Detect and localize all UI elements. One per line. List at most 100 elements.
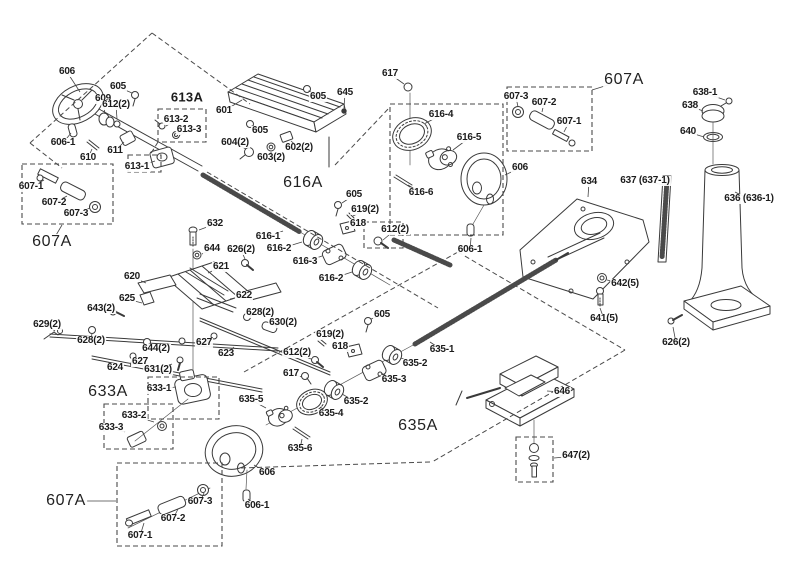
part-label-616-4: 616-4 [427, 109, 455, 120]
part-label-619-2: 619(2) [350, 204, 380, 215]
part-label-645: 645 [335, 87, 355, 98]
part-label-612-2: 612(2) [282, 347, 312, 358]
leadscrew-635-illustration [265, 252, 569, 440]
part-label-640: 640 [678, 126, 698, 137]
part-label-605: 605 [108, 81, 128, 92]
part-label-635-5: 635-5 [237, 394, 265, 405]
part-label-627: 627 [130, 356, 150, 367]
group-box-2 [21, 163, 114, 225]
part-label-607-2: 607-2 [40, 197, 68, 208]
part-label-617: 617 [281, 368, 301, 379]
part-label-633-2: 633-2 [120, 410, 148, 421]
part-label-641-5: 641(5) [589, 313, 619, 324]
handwheel-bottom-illustration [204, 425, 264, 503]
part-label-613-2: 613-2 [162, 114, 190, 125]
part-label-620: 620 [122, 271, 142, 282]
part-label-606-1: 606-1 [243, 500, 271, 511]
part-label-612-2: 612(2) [101, 99, 131, 110]
part-label-632: 632 [205, 218, 225, 229]
part-label-630-2: 630(2) [268, 317, 298, 328]
handle-607-top-left-illustration [36, 168, 101, 213]
part-label-646: 646 [552, 386, 572, 397]
part-label-642-5: 642(5) [610, 278, 640, 289]
part-label-644-2: 644(2) [141, 343, 171, 354]
group-boundary-line-7 [431, 349, 626, 463]
part-label-616-2: 616-2 [265, 243, 293, 254]
part-label-601: 601 [214, 105, 234, 116]
part-label-610: 610 [78, 152, 98, 163]
part-label-607-3: 607-3 [502, 91, 530, 102]
part-label-607a: 607A [31, 233, 73, 250]
part-label-623: 623 [216, 348, 236, 359]
part-label-636-636-1: 636 (636-1) [723, 193, 775, 204]
group-boundary-line-0 [29, 32, 153, 144]
part-label-607-2: 607-2 [530, 97, 558, 108]
part-label-607-3: 607-3 [62, 208, 90, 219]
dial-616-illustration [392, 82, 458, 188]
part-label-647-2: 647(2) [561, 450, 591, 461]
handle-607-top-right-illustration [512, 106, 576, 147]
part-label-604-2: 604(2) [220, 137, 250, 148]
part-label-616-6: 616-6 [407, 187, 435, 198]
column-636-illustration [667, 97, 771, 331]
part-label-637-637-1: 637 (637-1) [619, 175, 671, 186]
group-box-9 [515, 436, 554, 483]
part-label-621: 621 [211, 261, 231, 272]
part-label-618: 618 [348, 218, 368, 229]
part-label-633-3: 633-3 [97, 422, 125, 433]
bracket-633-illustration [126, 369, 211, 448]
part-label-633a: 633A [87, 383, 129, 400]
group-boundary-line-2 [29, 142, 63, 169]
part-label-602-2: 602(2) [284, 142, 314, 153]
part-label-607-1: 607-1 [17, 181, 45, 192]
group-box-5 [363, 221, 404, 249]
part-label-611: 611 [106, 145, 124, 156]
part-label-616-1: 616-1 [254, 231, 282, 242]
part-label-603-2: 603(2) [256, 152, 286, 163]
part-label-618: 618 [330, 341, 350, 352]
group-box-3 [506, 86, 593, 152]
part-label-605: 605 [372, 309, 392, 320]
group-boundary-line-4 [206, 171, 439, 309]
part-label-607-1: 607-1 [126, 530, 154, 541]
part-label-606-1: 606-1 [456, 244, 484, 255]
part-label-606: 606 [257, 467, 277, 478]
part-label-638: 638 [680, 100, 700, 111]
group-boundary-line-5 [243, 251, 459, 373]
part-label-635-6: 635-6 [286, 443, 314, 454]
part-label-616-2: 616-2 [317, 273, 345, 284]
part-label-625: 625 [117, 293, 137, 304]
part-label-606: 606 [510, 162, 530, 173]
part-label-612-2: 612(2) [380, 224, 410, 235]
group-boundary-line-9 [149, 141, 159, 156]
part-label-605: 605 [250, 125, 270, 136]
group-box-0 [157, 108, 207, 143]
part-label-619-2: 619(2) [315, 329, 345, 340]
part-label-607a: 607A [603, 71, 645, 88]
part-label-626-2: 626(2) [661, 337, 691, 348]
leadscrew-616-illustration [200, 172, 453, 286]
part-label-607-2: 607-2 [159, 513, 187, 524]
part-label-613-1: 613-1 [123, 161, 151, 172]
part-label-635-1: 635-1 [428, 344, 456, 355]
part-label-607-3: 607-3 [186, 496, 214, 507]
group-box-4 [389, 103, 504, 236]
part-label-628-2: 628(2) [76, 335, 106, 346]
handle-607-bottom-illustration [125, 484, 211, 529]
part-label-635a: 635A [397, 417, 439, 434]
handwheel-top-left-illustration [52, 83, 203, 172]
part-label-605: 605 [308, 91, 328, 102]
group-boundary-line-3 [334, 106, 391, 166]
part-label-626-2: 626(2) [226, 244, 256, 255]
handwheel-right-illustration [460, 152, 508, 237]
group-box-6 [147, 376, 220, 420]
part-label-607-1: 607-1 [555, 116, 583, 127]
part-label-643-2: 643(2) [86, 303, 116, 314]
part-label-634: 634 [579, 176, 599, 187]
part-label-624: 624 [105, 362, 125, 373]
part-label-644: 644 [202, 243, 222, 254]
part-label-613a: 613A [169, 89, 205, 105]
part-label-627: 627 [194, 337, 214, 348]
